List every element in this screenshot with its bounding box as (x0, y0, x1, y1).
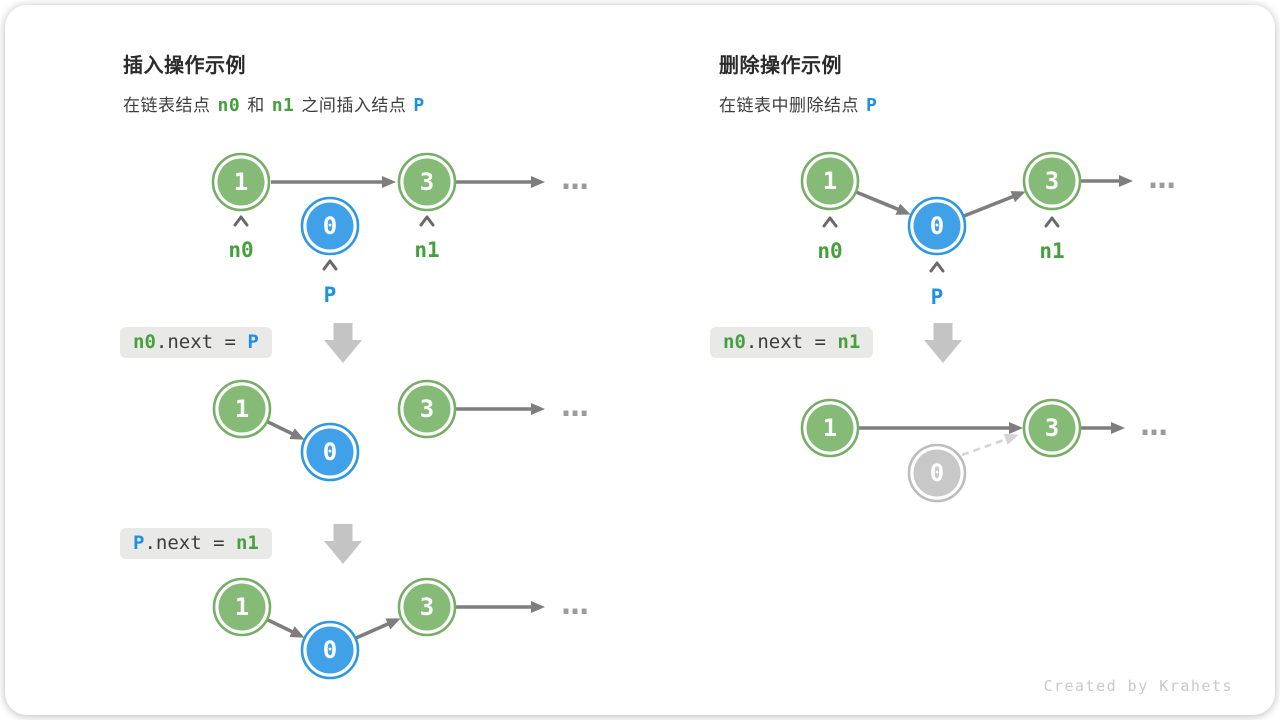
ellipsis-left3: ... (557, 587, 587, 622)
token-p: P (413, 95, 425, 116)
pointer-label-p: P (931, 285, 944, 309)
svg-text:3: 3 (1045, 414, 1059, 442)
node-left2-value0: 0 (300, 422, 360, 482)
node-right1-value0: 0 (907, 196, 967, 256)
diagram-card: ... 1 3 0 n0 P n1 ... 1 (5, 5, 1275, 715)
node-left3-value3: 3 (397, 577, 457, 637)
ellipsis-right2: ... (1136, 408, 1166, 443)
caret-icon (419, 215, 435, 227)
token-n0: n0 (217, 95, 241, 116)
svg-text:0: 0 (323, 438, 337, 466)
code-chip-insert-step1: n0.next = P (120, 327, 272, 358)
node-left3-value1: 1 (212, 577, 272, 637)
code-chip-delete-step1: n0.next = n1 (710, 327, 874, 358)
edge-right1-p-n1 (963, 191, 1026, 218)
ellipsis-right1: ... (1144, 161, 1174, 196)
svg-text:1: 1 (235, 593, 249, 621)
svg-text:3: 3 (1045, 167, 1059, 195)
down-block-arrow-icon (924, 323, 962, 363)
token-n1: n1 (271, 95, 295, 116)
caret-icon (233, 215, 249, 227)
down-block-arrow-icon (324, 323, 362, 363)
svg-text:1: 1 (235, 395, 249, 423)
node-left3-value0: 0 (300, 620, 360, 680)
node-right1-value1: 1 (800, 151, 860, 211)
pointer-label-n0: n0 (228, 238, 253, 262)
insert-title: 插入操作示例 (123, 55, 246, 77)
svg-text:1: 1 (823, 167, 837, 195)
node-right2-value1: 1 (800, 398, 860, 458)
caret-icon (822, 216, 838, 228)
node-left1-value1: 1 (211, 152, 271, 212)
node-left1-value3: 3 (397, 152, 457, 212)
ellipsis-left2: ... (557, 389, 587, 424)
pointer-label-n1: n1 (414, 238, 439, 262)
pointer-label-n0: n0 (817, 239, 842, 263)
pointer-label-p: P (324, 283, 337, 307)
svg-text:0: 0 (323, 636, 337, 664)
caret-icon (929, 261, 945, 273)
caret-icon (1044, 216, 1060, 228)
edge-left3-p-n1 (355, 618, 401, 640)
token-p: P (866, 95, 878, 116)
svg-text:3: 3 (420, 168, 434, 196)
svg-text:0: 0 (930, 212, 944, 240)
pointer-label-n1: n1 (1039, 239, 1064, 263)
svg-text:1: 1 (823, 414, 837, 442)
edge-left2-n0-p (267, 420, 305, 440)
edge-left3-n0-p (267, 618, 305, 638)
node-left1-value0: 0 (300, 196, 360, 256)
down-block-arrow-icon (324, 524, 362, 564)
svg-text:0: 0 (930, 459, 944, 487)
caret-icon (322, 259, 338, 271)
code-chip-insert-step2: P.next = n1 (120, 528, 272, 559)
svg-text:1: 1 (234, 168, 248, 196)
node-left2-value3: 3 (397, 379, 457, 439)
node-right2-value0-deleted: 0 (907, 443, 967, 503)
ellipsis-left1: ... (557, 162, 587, 197)
node-right1-value3: 3 (1022, 151, 1082, 211)
svg-text:0: 0 (323, 212, 337, 240)
watermark-credit: Created by Krahets (1043, 677, 1233, 695)
edge-right1-n0-p (855, 190, 911, 215)
delete-title: 删除操作示例 (719, 55, 842, 77)
svg-text:3: 3 (420, 593, 434, 621)
edge-right2-deleted-p-n1-dashed (961, 433, 1019, 457)
svg-text:3: 3 (420, 395, 434, 423)
node-left2-value1: 1 (212, 379, 272, 439)
linked-list-diagram-canvas: ... 1 3 0 n0 P n1 ... 1 (211, 151, 1183, 680)
node-right2-value3: 3 (1022, 398, 1082, 458)
